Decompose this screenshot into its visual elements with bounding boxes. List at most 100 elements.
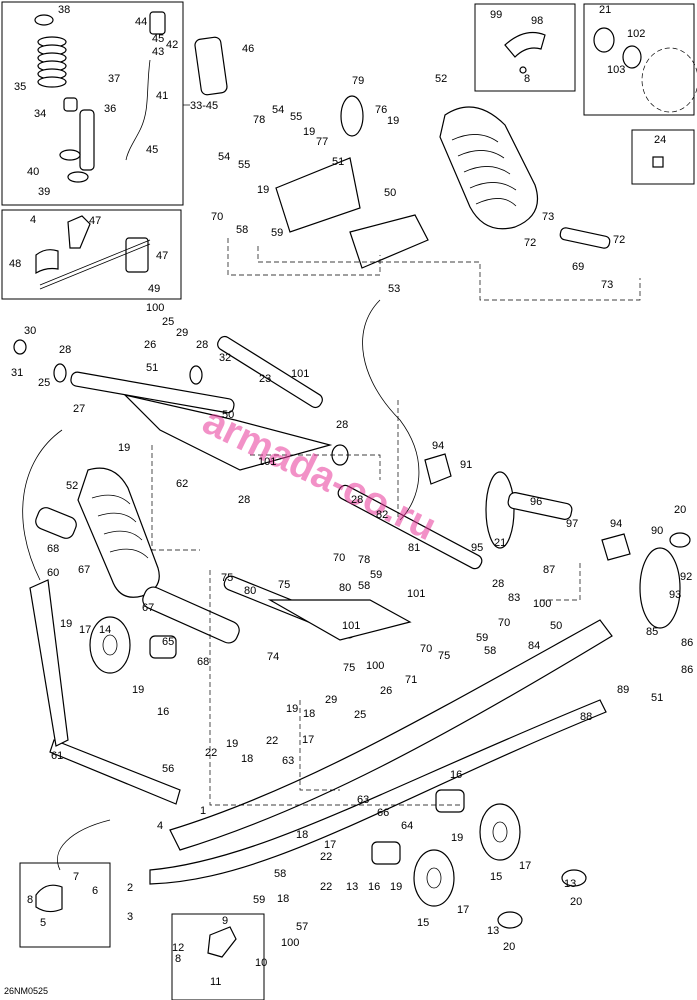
rear-arm-assembly <box>223 453 681 641</box>
callout-label: 101 <box>291 368 309 380</box>
callout-label: 55 <box>238 159 250 171</box>
callout-label: 75 <box>221 572 233 584</box>
inset-wheel-bearing-detail <box>583 3 697 116</box>
callout-label: 86 <box>681 637 693 649</box>
idler-wheels <box>89 532 691 929</box>
callout-label: 13 <box>564 878 576 890</box>
callout-label: 90 <box>651 525 663 537</box>
callout-label: 8 <box>175 953 181 965</box>
callout-label: 81 <box>408 542 420 554</box>
callout-label: 101 <box>407 588 425 600</box>
callout-label: 8 <box>524 73 530 85</box>
callout-label: 63 <box>357 794 369 806</box>
callout-label: 29 <box>325 694 337 706</box>
callout-label: 61 <box>51 750 63 762</box>
callout-label: 18 <box>303 708 315 720</box>
callout-label: 75 <box>278 579 290 591</box>
callout-label: 83 <box>508 592 520 604</box>
callout-label: 19 <box>451 832 463 844</box>
callout-label: 73 <box>542 211 554 223</box>
callout-label: 19 <box>60 618 72 630</box>
callout-label: 56 <box>162 763 174 775</box>
callout-label: 30 <box>24 325 36 337</box>
callout-label: 46 <box>242 43 254 55</box>
callout-label: 59 <box>476 632 488 644</box>
inset-shock-detail <box>1 1 228 206</box>
callout-label: 92 <box>680 571 692 583</box>
inset-runner-end <box>19 862 111 948</box>
callout-label: 64 <box>401 820 413 832</box>
callout-label: 25 <box>354 709 366 721</box>
callout-label: 53 <box>388 283 400 295</box>
callout-label: 22 <box>320 851 332 863</box>
callout-label: 94 <box>432 440 444 452</box>
callout-label: 9 <box>222 915 228 927</box>
callout-label: 22 <box>205 747 217 759</box>
callout-label: 19 <box>132 684 144 696</box>
callout-label: 58 <box>274 868 286 880</box>
rear-shock-upper <box>439 106 611 249</box>
callout-label: 62 <box>176 478 188 490</box>
callout-label: 60 <box>47 567 59 579</box>
callout-label: 43 <box>152 46 164 58</box>
callout-label: 8 <box>27 894 33 906</box>
callout-label: 18 <box>241 753 253 765</box>
callout-label: 80 <box>244 585 256 597</box>
callout-label: 58 <box>358 580 370 592</box>
callout-label: 11 <box>210 976 221 988</box>
callout-label: 3 <box>127 911 133 923</box>
callout-label: 18 <box>296 829 308 841</box>
callout-label: 59 <box>253 894 265 906</box>
callout-label: 85 <box>646 626 658 638</box>
callout-label: 49 <box>148 283 160 295</box>
callout-label: 65 <box>162 636 174 648</box>
callout-label: 10 <box>255 957 267 969</box>
callout-label: 59 <box>370 569 382 581</box>
callout-label: 20 <box>503 941 515 953</box>
callout-label: 44 <box>135 16 147 28</box>
inset-stopper-detail <box>171 913 265 1000</box>
callout-label: 26 <box>380 685 392 697</box>
callout-label: 102 <box>627 28 645 40</box>
callout-label: 54 <box>272 104 284 116</box>
callout-label: 50 <box>550 620 562 632</box>
callout-label: 7 <box>73 871 79 883</box>
inset-bracket-detail <box>474 3 576 92</box>
callout-label: 91 <box>460 459 472 471</box>
diagram-code: 26NM0525 <box>4 986 48 996</box>
callout-label: 28 <box>336 419 348 431</box>
callout-label: 100 <box>146 302 164 314</box>
callout-label: 59 <box>271 227 283 239</box>
callout-label: 50 <box>384 187 396 199</box>
callout-label: 19 <box>387 115 399 127</box>
callout-label: 16 <box>368 881 380 893</box>
assembly-guide-lines <box>22 238 641 871</box>
callout-label: 37 <box>108 73 120 85</box>
callout-label: 17 <box>79 624 91 636</box>
callout-label: 70 <box>498 617 510 629</box>
callout-label: 19 <box>226 738 238 750</box>
callout-label: 4 <box>157 820 163 832</box>
callout-label: 13 <box>487 925 499 937</box>
callout-label: 17 <box>302 734 314 746</box>
callout-label: 26 <box>144 339 156 351</box>
callout-label: 94 <box>610 518 622 530</box>
callout-label: 52 <box>435 73 447 85</box>
callout-label: 75 <box>343 662 355 674</box>
callout-label: 58 <box>484 645 496 657</box>
callout-label: 99 <box>490 9 502 21</box>
front-shock-lower <box>35 467 160 598</box>
callout-label: 27 <box>73 403 85 415</box>
callout-label: 17 <box>324 839 336 851</box>
callout-label: 68 <box>47 543 59 555</box>
callout-label: 28 <box>238 494 250 506</box>
callout-label: 29 <box>176 327 188 339</box>
callout-label: 47 <box>156 250 168 262</box>
callout-label: 77 <box>316 136 328 148</box>
callout-label: 41 <box>156 90 168 102</box>
callout-label: 55 <box>290 111 302 123</box>
callout-label: 95 <box>471 542 483 554</box>
callout-label: 100 <box>533 598 551 610</box>
callout-label: 38 <box>58 4 70 16</box>
